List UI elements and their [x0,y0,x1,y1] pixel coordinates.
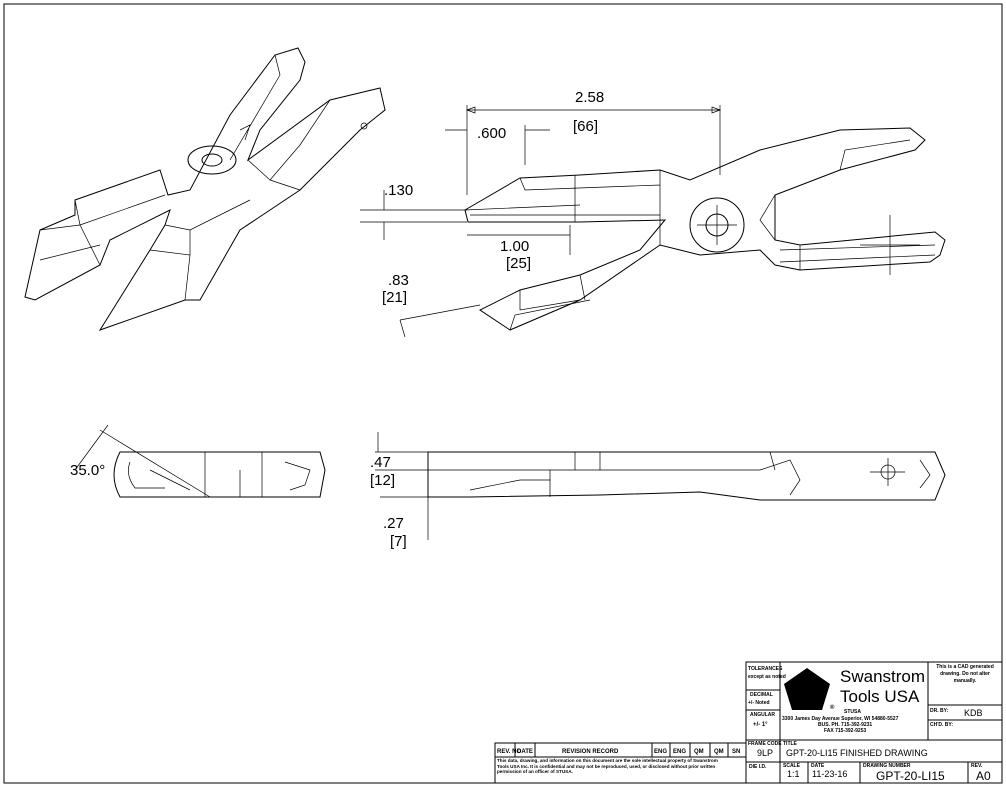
cad-note: This is a CAD generated drawing. Do not … [936,664,994,684]
rev-header-date: DATE [517,749,533,755]
drawing-title: GPT-20-LI15 FINISHED DRAWING [786,748,928,758]
rev-header-sn: SN [732,749,740,755]
frame-code-label: FRAME CODE [748,741,782,747]
dim-jaw-opening-mm: [21] [382,289,407,306]
date: 11-23-16 [812,769,847,779]
dim-overall-length-mm: [66] [573,118,598,135]
tolerances-label: TOLERANCES [748,666,783,672]
tolerances-value: except as noted [748,674,786,680]
drawing-number-label: DRAWING NUMBER [863,763,911,769]
company-phone: BUS. PH. 715-392-9231 [818,722,872,728]
rev-header-qm2: QM [714,749,724,755]
dim-height-mm: [12] [370,472,395,489]
company-address: 3300 James Day Avenue Superior, WI 54880… [782,716,899,722]
rev-header-record: REVISION RECORD [562,749,619,755]
drawn-by-label: DR. BY: [930,708,949,714]
rev: A0 [976,769,991,783]
dim-jaw-opening: .83 [388,272,409,289]
title-label: TITLE [783,741,798,747]
rev-header-eng1: ENG [654,749,667,755]
dim-overall-length: 2.58 [575,89,604,106]
side-view: .47 [12] .27 [7] [370,432,946,550]
dim-blade-length-mm: [25] [506,255,531,272]
drawn-by: KDB [964,708,983,718]
top-view: 2.58 [66] .600 .130 1.00 [25] .83 [21] [360,89,946,338]
drawing-number: GPT-20-LI15 [876,769,945,783]
angular-value: +/- 1° [753,722,768,728]
dim-tip-length: .600 [477,125,506,142]
title-block: TOLERANCES except as noted DECIMAL +/- N… [745,661,1003,784]
date-label: DATE [811,763,825,769]
dim-offset: .27 [383,515,404,532]
scale: 1:1 [787,769,800,779]
frame-code: 9LP [757,748,773,758]
isometric-view [24,47,386,331]
scale-label: SCALE [783,763,801,769]
rev-header-eng2: ENG [673,749,686,755]
rev-header-qm1: QM [694,749,704,755]
company-name-line2: Tools USA [840,687,920,706]
dim-height: .47 [370,454,391,471]
company-name-line1: Swanstrom [840,667,925,686]
registered-mark: ® [830,704,835,711]
dim-blade-length: 1.00 [500,238,529,255]
die-id-label: DIE I.D. [749,764,767,770]
decimal-label: DECIMAL [750,692,773,698]
angular-label: ANGULAR [750,712,775,718]
checked-by-label: CH'D. BY: [930,722,953,728]
company-abbr: STUSA [844,709,861,715]
rev-header-rev-no: REV. NO [497,749,521,755]
dim-offset-mm: [7] [390,533,407,550]
logo-pentagon [784,668,830,710]
rev-label: REV. [971,763,983,769]
confidentiality-notice: This data, drawing, and information on t… [497,758,718,774]
revision-block: REV. NO DATE REVISION RECORD ENG ENG QM … [494,742,747,784]
dim-angle: 35.0° [70,462,105,479]
end-view: 35.0° [70,424,326,498]
decimal-value: +/- Noted [748,700,770,706]
dim-tip-thickness: .130 [384,182,413,199]
company-fax: FAX 715-392-9253 [824,728,866,734]
